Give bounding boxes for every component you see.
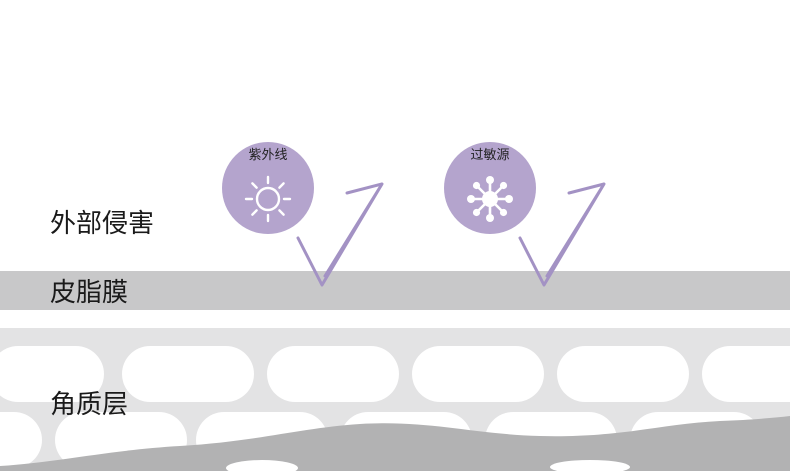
cell (226, 460, 298, 471)
lower-skin-wave (0, 416, 790, 471)
cell (702, 346, 790, 402)
cell (557, 346, 689, 402)
cell (550, 460, 630, 471)
external-invasion-label: 外部侵害 (50, 209, 155, 239)
allergen-threat-badge: 过敏源 (444, 142, 536, 234)
cell (122, 346, 254, 402)
stratum-corneum-band (0, 328, 790, 471)
uv-threat-badge: 紫外线 (222, 142, 314, 234)
allergen-icon (467, 176, 513, 222)
cell (267, 346, 399, 402)
sun-icon (244, 175, 292, 223)
sebum-membrane-band (0, 271, 790, 310)
stratum-corneum-label: 角质层 (50, 390, 129, 420)
cell (412, 346, 544, 402)
sebum-membrane-label: 皮脂膜 (50, 278, 129, 308)
stratum-corneum-cells (0, 328, 790, 471)
cell (0, 412, 42, 468)
cell (0, 346, 104, 402)
uv-label: 紫外线 (248, 148, 288, 163)
layer-gap (0, 310, 790, 328)
allergen-label: 过敏源 (470, 148, 510, 163)
